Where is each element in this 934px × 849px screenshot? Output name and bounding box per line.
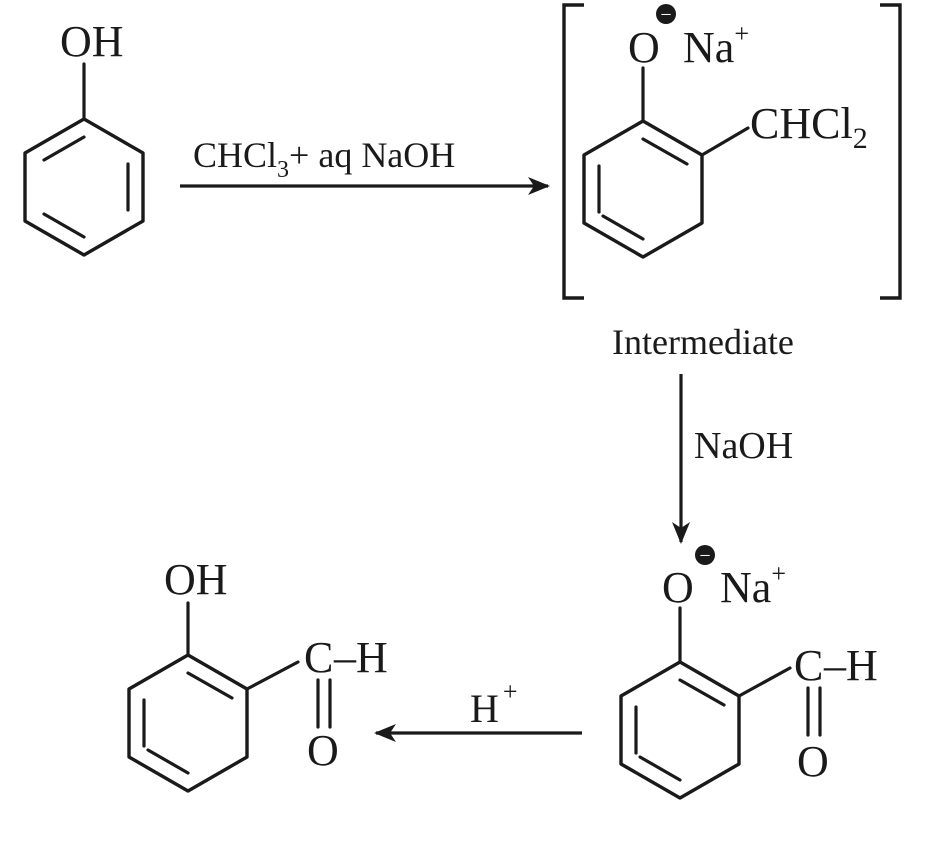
phenoxide-benzene-ring: [619, 660, 741, 800]
phenol-molecule: OH: [23, 17, 145, 257]
step1-reagent: CHCl3+ aq NaOH: [193, 135, 455, 183]
product-carbonyl-hydrogen: –H: [333, 633, 388, 682]
phenoxide-aldehyde-molecule: O − Na+ C –H O: [619, 545, 878, 800]
phenoxide-carbonyl-hydrogen: –H: [823, 641, 878, 690]
phenol-double-bond: [42, 212, 86, 239]
phenoxide-negative-charge-circle: [695, 545, 715, 565]
step3-arrow-group: H+: [374, 677, 582, 742]
phenoxide-oxygen: O: [662, 563, 694, 612]
intermediate-counter-ion: Na+: [683, 19, 749, 72]
phenol-double-bond: [42, 135, 86, 162]
intermediate-label: Intermediate: [612, 322, 794, 362]
product-oh-label: OH: [164, 555, 228, 604]
phenoxide-negative-charge-symbol: −: [699, 545, 710, 567]
phenol-oh-label: OH: [60, 17, 124, 66]
product-cho-bond: [245, 660, 300, 691]
step3-reagent: H+: [470, 677, 518, 731]
intermediate-group: O − Na+ CHCl2 Intermediate: [562, 3, 902, 362]
phenoxide-counter-ion: Na+: [720, 559, 786, 612]
phenoxide-carbonyl-oxygen: O: [797, 737, 829, 786]
intermediate-double-bond: [641, 137, 689, 166]
right-bracket: [880, 3, 902, 300]
step2-reagent: NaOH: [694, 425, 793, 467]
intermediate-oxygen: O: [628, 23, 660, 72]
intermediate-double-bond: [601, 214, 645, 241]
product-carbonyl-oxygen: O: [307, 726, 339, 775]
product-double-bond: [186, 671, 234, 700]
phenol-benzene-ring: [23, 117, 145, 257]
step2-arrow-group: NaOH: [672, 374, 793, 544]
salicylaldehyde-molecule: OH C –H O: [127, 555, 388, 793]
intermediate-benzene-ring: [582, 119, 704, 259]
negative-charge-symbol: −: [660, 4, 671, 26]
intermediate-chcl2-label: CHCl2: [750, 99, 868, 155]
phenoxide-double-bond: [638, 755, 682, 782]
phenoxide-double-bond: [678, 678, 726, 707]
product-benzene-ring: [127, 653, 249, 793]
phenoxide-cho-bond: [737, 666, 792, 698]
left-bracket: [562, 3, 584, 300]
step1-arrow-group: CHCl3+ aq NaOH: [180, 135, 550, 195]
negative-charge-circle: [656, 4, 676, 24]
product-double-bond: [146, 748, 190, 775]
product-carbonyl-carbon: C: [304, 633, 333, 682]
intermediate-chcl2-bond: [700, 126, 750, 157]
phenoxide-carbonyl-carbon: C: [794, 641, 823, 690]
